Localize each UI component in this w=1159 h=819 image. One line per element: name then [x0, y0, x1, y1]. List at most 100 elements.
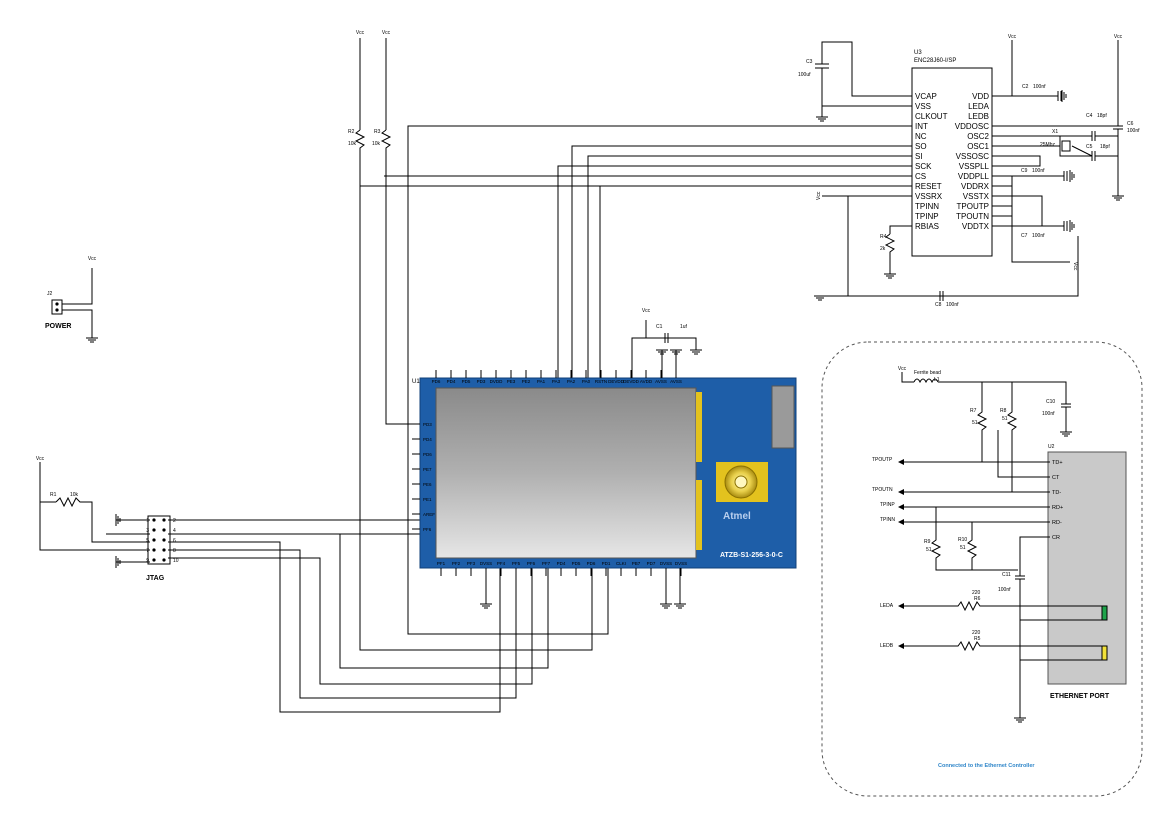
- tpoutn-label: TPOUTN: [872, 487, 893, 493]
- c4-ref: C4: [1086, 113, 1093, 119]
- u1-top-pin-label: DVDD: [490, 379, 504, 384]
- tpinn-arrow: [898, 519, 904, 525]
- u3-pin-clkout: CLKOUT: [915, 112, 948, 121]
- r3-resistor-net: [380, 129, 420, 425]
- c8-ref: C8: [935, 302, 942, 308]
- r2-resistor-net: [354, 129, 593, 651]
- jtag-pin-dot: [162, 528, 166, 532]
- vdd-local-rail: [1011, 176, 1070, 263]
- u1-top-pin-label: DEVDD: [608, 379, 625, 384]
- ledb-led: [1101, 645, 1108, 661]
- u3-pin-nc: NC: [915, 132, 927, 141]
- u1-brand: Atmel: [723, 511, 751, 522]
- jtag-net-tdi: [339, 534, 549, 669]
- power-connector: J2 POWER: [45, 268, 93, 338]
- cr-wire: [1019, 536, 1050, 576]
- ground-symbols: [86, 90, 1124, 723]
- r5-led-wire: [904, 640, 1102, 652]
- u1-bottom-pin-label: PD5: [572, 561, 581, 566]
- ethernet-pin-label: CT: [1052, 475, 1060, 481]
- c1-gnd-wire: [680, 337, 697, 350]
- r10-value: 51: [960, 545, 966, 551]
- u3-pin-osc2: OSC2: [967, 132, 989, 141]
- u1-gold-strip-bottom: [696, 480, 702, 550]
- jtag-pin-number: 1: [146, 518, 149, 524]
- u1-coax-center: [734, 475, 748, 489]
- u3-pin-vsspll: VSSPLL: [959, 162, 990, 171]
- jtag-pin-dot: [162, 518, 166, 522]
- jtag-pin-number: 5: [146, 538, 149, 544]
- u3-pin-vddpll: VDDPLL: [958, 172, 990, 181]
- u3-pin-tpoutn: TPOUTN: [956, 212, 989, 221]
- r5-value: 220: [972, 630, 981, 636]
- u1-bottom-pin-label: DVSS: [660, 561, 672, 566]
- c6-value: 100nf: [1127, 128, 1140, 134]
- c4-value: 18pf: [1097, 113, 1107, 119]
- ledb-arrow: [898, 643, 904, 649]
- u3-pin-vssosc: VSSOSC: [956, 152, 990, 161]
- u1-top-pin-label: PA2: [567, 379, 576, 384]
- jtag-pin-dot: [152, 548, 156, 552]
- c11-value: 100nf: [998, 587, 1011, 593]
- vcc-label: Vcc: [1072, 262, 1078, 271]
- u1-top-pin-label: AVSS: [670, 379, 682, 384]
- jtag-pin-dot: [152, 558, 156, 562]
- r8-resistor: [1006, 382, 1018, 492]
- jtag-label: JTAG: [146, 575, 165, 582]
- r2-ref: R2: [348, 129, 355, 135]
- c11-ref: C11: [1002, 572, 1011, 578]
- u1-left-pin-label: PF6: [423, 527, 432, 532]
- l1-ref: L1: [934, 377, 940, 383]
- r4-value: 2k: [880, 246, 886, 252]
- u3-pin-cs: CS: [915, 172, 926, 181]
- u3-pin-vsstx: VSSTX: [963, 192, 990, 201]
- jtag-pin-number: 9: [146, 558, 149, 564]
- c3-ref: C3: [806, 59, 813, 65]
- tpinp-arrow: [898, 504, 904, 510]
- vssosc-vsspll-wire: [992, 155, 1041, 167]
- c7-ref: C7: [1021, 233, 1028, 239]
- u1-model: ATZB-S1-256-3-0-C: [720, 552, 783, 559]
- ethernet-pin-label: RD+: [1052, 505, 1063, 511]
- c7-value: 100nf: [1032, 233, 1045, 239]
- u1-shield: [435, 387, 697, 559]
- jtag-pin-number: 6: [173, 538, 176, 544]
- u3-ref: U3: [914, 50, 922, 56]
- u1-bottom-pin-label: CLKI: [616, 561, 626, 566]
- power-vcc-wire: [62, 268, 93, 305]
- u3-ethernet-controller: U3 ENC28J60-I/SP VCAPVSSCLKOUTINTNCSOSIS…: [911, 50, 993, 257]
- u1-left-pin-label: PE1: [423, 497, 432, 502]
- j2-pin2: [55, 308, 59, 312]
- u1-left-pin-label: AREF: [423, 512, 435, 517]
- power-label: POWER: [45, 323, 71, 330]
- u3-pin-tpoutp: TPOUTP: [957, 202, 989, 211]
- u1-bottom-pin-label: PF1: [437, 561, 446, 566]
- tpinn-label: TPINN: [880, 517, 895, 523]
- u3-right-pins: VDDLEDALEDBVDDOSCOSC2OSC1VSSOSCVSSPLLVDD…: [955, 92, 990, 231]
- u1-bottom-pin-label: PD1: [602, 561, 611, 566]
- u3-pin-vddtx: VDDTX: [962, 222, 990, 231]
- r8-value: 51: [1002, 416, 1008, 422]
- spi-bus: [360, 125, 912, 635]
- r9-ref: R9: [924, 539, 931, 545]
- ethernet-boundary: [821, 341, 1143, 797]
- r1-resistor-net: [55, 496, 150, 543]
- jtag-pin-dot: [152, 538, 156, 542]
- u1-left-pin-label: PE7: [423, 467, 432, 472]
- u1-top-pin-label: RSTN: [595, 379, 607, 384]
- u1-top-pin-label: AVDD: [640, 379, 653, 384]
- u3-pin-vss: VSS: [915, 102, 931, 111]
- jtag-net-8: [168, 549, 517, 699]
- vcc-label: Vcc: [816, 191, 822, 200]
- r10-ref: R10: [958, 537, 967, 543]
- vcc-label: Vcc: [1114, 34, 1123, 40]
- leda-led: [1101, 605, 1108, 621]
- u1-left-pin-label: PE6: [423, 482, 432, 487]
- u3-pin-ledb: LEDB: [968, 112, 989, 121]
- u2-ref: U2: [1048, 444, 1055, 450]
- u1-top-pin-label: PD4: [447, 379, 456, 384]
- pullup-resistors: R2 10k R3 10k: [348, 38, 593, 651]
